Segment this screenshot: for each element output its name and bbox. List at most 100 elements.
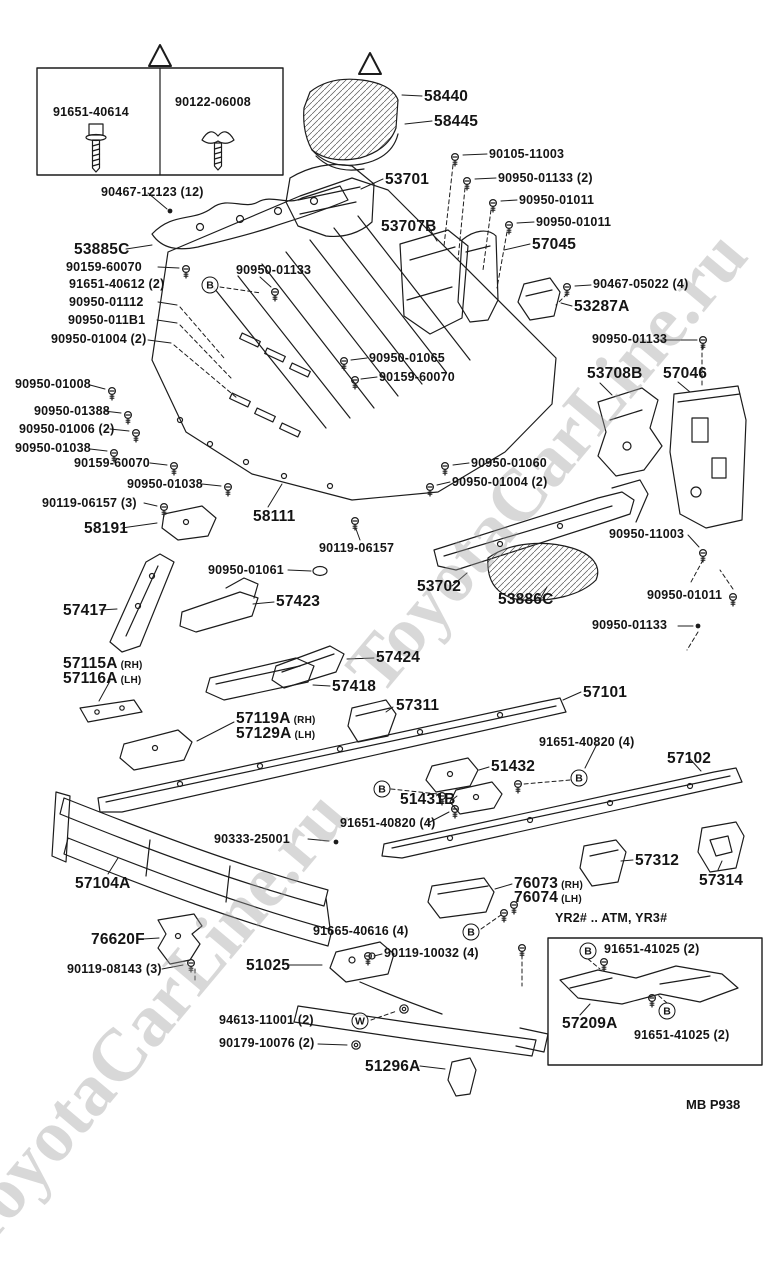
part-number-label: 90950-01008	[15, 377, 91, 391]
part-number-label: 57119A (RH)	[236, 710, 316, 727]
bracket-57423-drawing	[179, 577, 259, 633]
bracket-76620f-drawing	[157, 913, 203, 965]
bracket-57314-drawing	[697, 821, 745, 873]
panel-53701-drawing	[285, 163, 375, 238]
part-side-suffix: (RH)	[558, 880, 583, 891]
part-number-label: 57115A (RH)	[63, 655, 143, 672]
bracket-53287a-drawing	[517, 277, 561, 321]
rail-57417-drawing	[109, 553, 175, 653]
part-number-label: 58440	[424, 88, 469, 105]
part-number-label: 90119-06157	[319, 541, 395, 555]
part-number-label: 76073 (RH)	[514, 875, 583, 892]
bracket-58191-drawing	[161, 505, 217, 541]
part-number-label: 57314	[699, 872, 744, 889]
part-number-label: 90159-60070	[379, 370, 455, 384]
insulator-58440-drawing	[303, 78, 399, 171]
bracket-57418-drawing	[205, 657, 315, 701]
bracket-51431b-drawing	[449, 781, 503, 815]
part-number-label: 57116A (LH)	[63, 670, 142, 687]
page-code: MB P938	[686, 1097, 741, 1112]
fastener-marker-b: B	[373, 780, 391, 798]
part-number-label: 90950-01011	[519, 193, 595, 207]
part-number-label: 53701	[385, 171, 430, 188]
part-number-label: YR2# .. ATM, YR3#	[555, 911, 668, 925]
part-number-label: 57423	[276, 593, 321, 610]
part-side-suffix: (LH)	[291, 730, 316, 741]
part-number-label: 90119-08143 (3)	[67, 962, 162, 976]
part-number-label: 90950-01061	[208, 563, 284, 577]
part-number-label: 90467-05022 (4)	[593, 277, 689, 291]
part-number-label: 90119-10032 (4)	[384, 946, 479, 960]
part-number-label: 90950-01004 (2)	[51, 332, 147, 346]
part-number-label: 90950-11003	[609, 527, 685, 541]
part-number-label: 91651-41025 (2)	[634, 1028, 730, 1042]
part-number-label: 57312	[635, 852, 680, 869]
part-number-label: 90105-11003	[489, 147, 565, 161]
part-number-label: 94613-11001 (2)	[219, 1013, 314, 1027]
leader-lines	[89, 94, 723, 1070]
diagram-line-art	[36, 44, 763, 1097]
wing-clip-drawing	[201, 131, 235, 171]
fastener-legend-box	[36, 67, 284, 176]
part-number-label: 90119-06157 (3)	[42, 496, 137, 510]
part-number-label: 90950-01038	[15, 441, 91, 455]
part-number-label: 90159-60070	[74, 456, 150, 470]
part-number-label: 51432	[491, 758, 536, 775]
rail-57102-drawing	[381, 767, 743, 859]
part-number-label: 90333-25001	[214, 832, 290, 846]
part-number-label: 90950-01133	[236, 263, 312, 277]
part-number-label: 90950-01133	[592, 332, 668, 346]
part-number-label: 90950-01065	[369, 351, 445, 365]
part-number-label: 57101	[583, 684, 628, 701]
plate-57115a-drawing	[79, 699, 143, 723]
part-number-label: 51025	[246, 957, 291, 974]
part-number-label: 57102	[667, 750, 712, 767]
part-number-label: 53707B	[381, 218, 437, 235]
option-parts-box	[547, 937, 763, 1066]
leader-dots	[167, 208, 701, 845]
bracket-57312-drawing	[579, 839, 627, 887]
part-number-label: 53708B	[587, 365, 643, 382]
part-number-label: 57417	[63, 602, 108, 619]
part-number-label: 53885C	[74, 241, 130, 258]
part-number-label: 90159-60070	[66, 260, 142, 274]
insulator-53886c-drawing	[487, 542, 599, 601]
fastener-marker-b: B	[570, 769, 588, 787]
fastener-symbols	[107, 153, 738, 1050]
part-number-label: 58445	[434, 113, 479, 130]
crossmember-53885c-drawing	[151, 185, 349, 250]
part-number-label: 51431B	[400, 791, 456, 808]
part-number-label: 51296A	[365, 1058, 421, 1075]
panel-53707b-drawing	[399, 229, 469, 335]
part-number-label: 57424	[376, 649, 421, 666]
part-number-label: 58111	[253, 508, 296, 525]
part-side-suffix: (LH)	[117, 675, 142, 686]
part-number-label: 57104A	[75, 875, 131, 892]
part-number-label: 90467-12123 (12)	[101, 185, 204, 199]
leader-lines-dashed	[173, 164, 734, 1021]
part-number-label: 90950-011B1	[68, 313, 146, 327]
part-number-label: 53886C	[498, 591, 554, 608]
part-number-label: 90950-01011	[536, 215, 612, 229]
part-number-label: 57418	[332, 678, 377, 695]
bolt-drawing	[85, 123, 107, 173]
fastener-marker-b: B	[201, 276, 219, 294]
part-number-label: 57046	[663, 365, 708, 382]
bracket-57311-drawing	[347, 699, 397, 743]
part-number-label: 91651-40612 (2)	[69, 277, 165, 291]
member-53702-drawing	[433, 479, 649, 571]
fastener-marker-w: W	[351, 1012, 369, 1030]
part-number-label: 90950-01133	[592, 618, 668, 632]
part-number-label: 53287A	[574, 298, 630, 315]
parts-diagram: ToyotaCarLine.ru ToyotaCarLine.ru 91651-…	[0, 44, 763, 1268]
part-side-suffix: (LH)	[558, 894, 582, 905]
part-number-label: 90950-01060	[471, 456, 547, 470]
shield-76073-drawing	[427, 877, 495, 919]
part-number-label: 91651-40820 (4)	[539, 735, 635, 749]
panel-53708b-drawing	[597, 387, 663, 477]
part-number-label: 91651-40820 (4)	[340, 816, 436, 830]
part-number-label: 90950-01112	[69, 295, 144, 309]
part-number-label: 57045	[532, 236, 577, 253]
